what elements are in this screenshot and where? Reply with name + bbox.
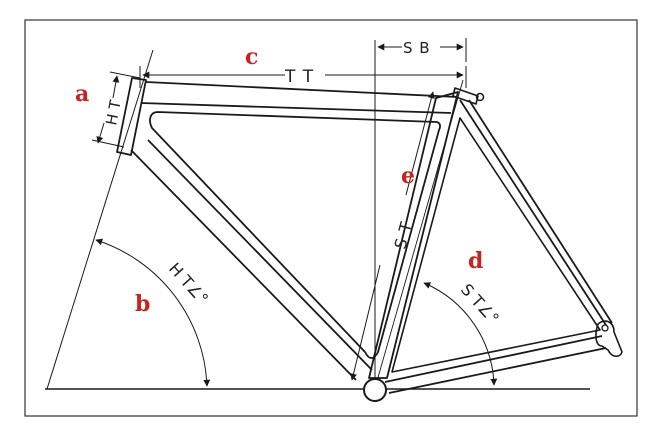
bottom-bracket <box>363 378 387 402</box>
main-triangle-inner <box>149 111 441 359</box>
st-label: S T <box>391 219 417 251</box>
head-tube <box>116 77 147 156</box>
seat-stay <box>459 99 613 326</box>
diagram-border <box>24 19 638 417</box>
ht-label: H T <box>102 98 125 127</box>
seat-bolt <box>475 92 485 102</box>
seat-clamp <box>452 87 479 105</box>
letter-b: b <box>135 291 150 317</box>
seat-tube <box>368 91 459 379</box>
st-angle-label: S T∠° <box>457 280 503 328</box>
ht-dimension <box>91 71 141 148</box>
ht-angle-label: H T∠° <box>165 259 212 308</box>
chain-stay <box>384 335 607 394</box>
letter-e: e <box>401 163 415 189</box>
bike-frame <box>116 77 623 402</box>
sb-label: S B <box>403 39 431 57</box>
letter-a: a <box>75 81 89 107</box>
tt-dimension <box>139 66 467 88</box>
st-dimension <box>350 91 435 381</box>
down-tube <box>130 139 373 381</box>
dropout-eyelet <box>601 324 609 332</box>
st-angle-arc <box>423 282 498 386</box>
sb-dimension <box>377 38 467 62</box>
letter-c: c <box>245 44 258 70</box>
head-tube-axis <box>46 49 154 390</box>
ht-angle-arc <box>95 238 211 387</box>
letter-d: d <box>468 248 483 274</box>
rear-dropout <box>595 320 623 358</box>
tt-label: T T <box>284 67 314 87</box>
top-tube <box>140 81 458 114</box>
